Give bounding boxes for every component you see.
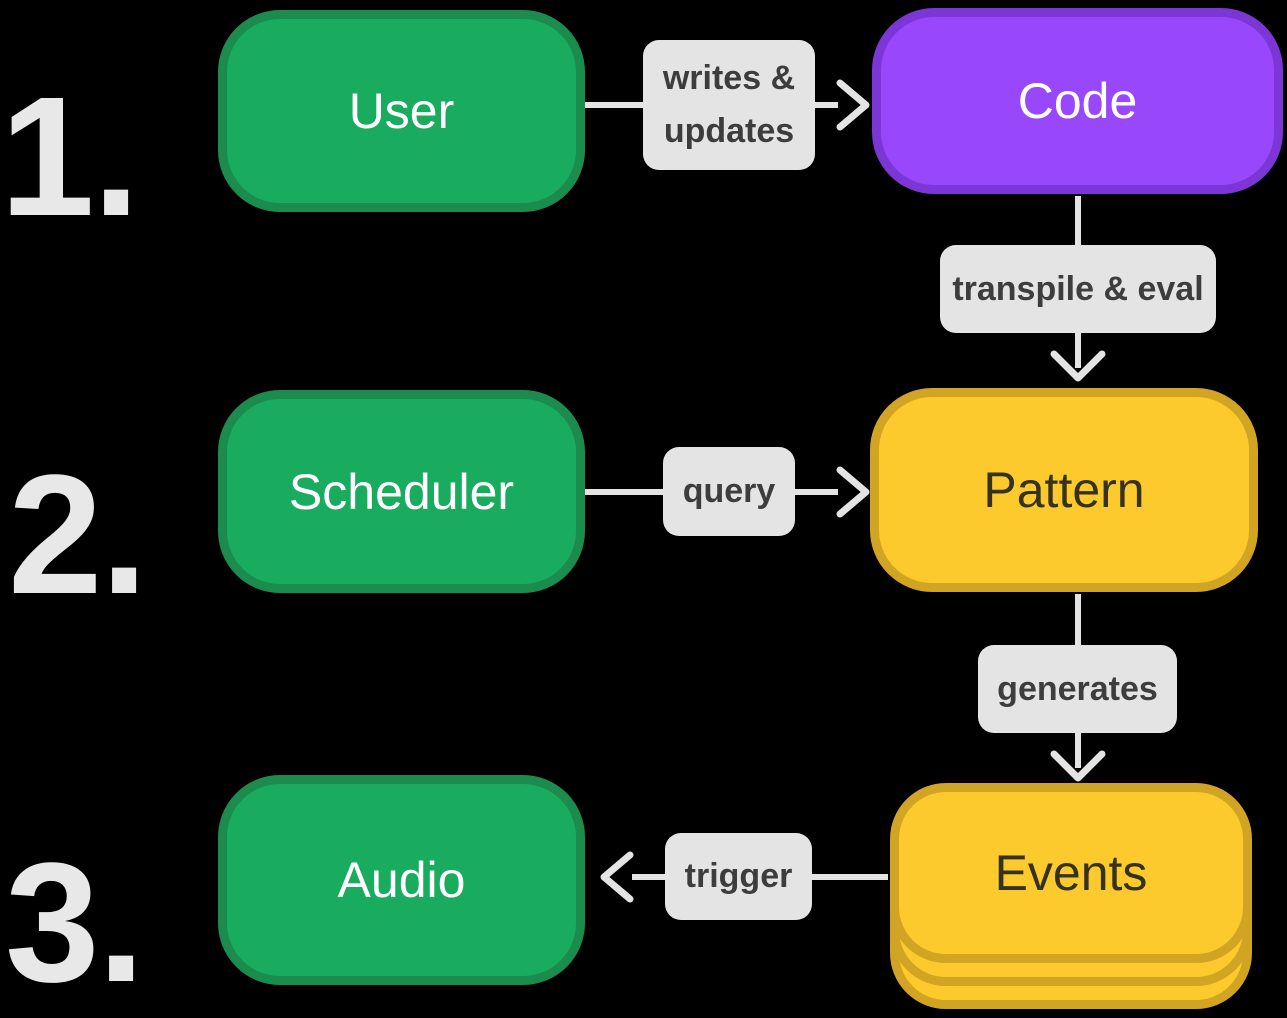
edge-label-transpile-eval: transpile & eval [940, 245, 1216, 333]
node-code: Code [872, 8, 1283, 194]
node-scheduler-label: Scheduler [288, 463, 515, 520]
node-code-label: Code [1017, 73, 1138, 129]
edge-label-query: query [663, 447, 795, 536]
edge-label-generates: generates [978, 645, 1177, 733]
node-user-label: User [348, 83, 455, 139]
node-events-label: Events [994, 845, 1148, 901]
step-number-3: 3. [5, 828, 145, 1018]
edge-label-trigger: trigger [665, 833, 812, 920]
node-audio-label: Audio [337, 852, 466, 908]
node-audio: Audio [218, 775, 585, 985]
step-number-1: 1. [0, 62, 140, 252]
node-scheduler: Scheduler [218, 390, 585, 593]
node-user: User [218, 10, 585, 212]
edge-label-writes-updates: writes & updates [643, 40, 815, 170]
step-number-2: 2. [8, 440, 148, 630]
node-events: Events [890, 783, 1252, 963]
node-pattern-label: Pattern [983, 462, 1145, 518]
node-pattern: Pattern [870, 388, 1258, 592]
